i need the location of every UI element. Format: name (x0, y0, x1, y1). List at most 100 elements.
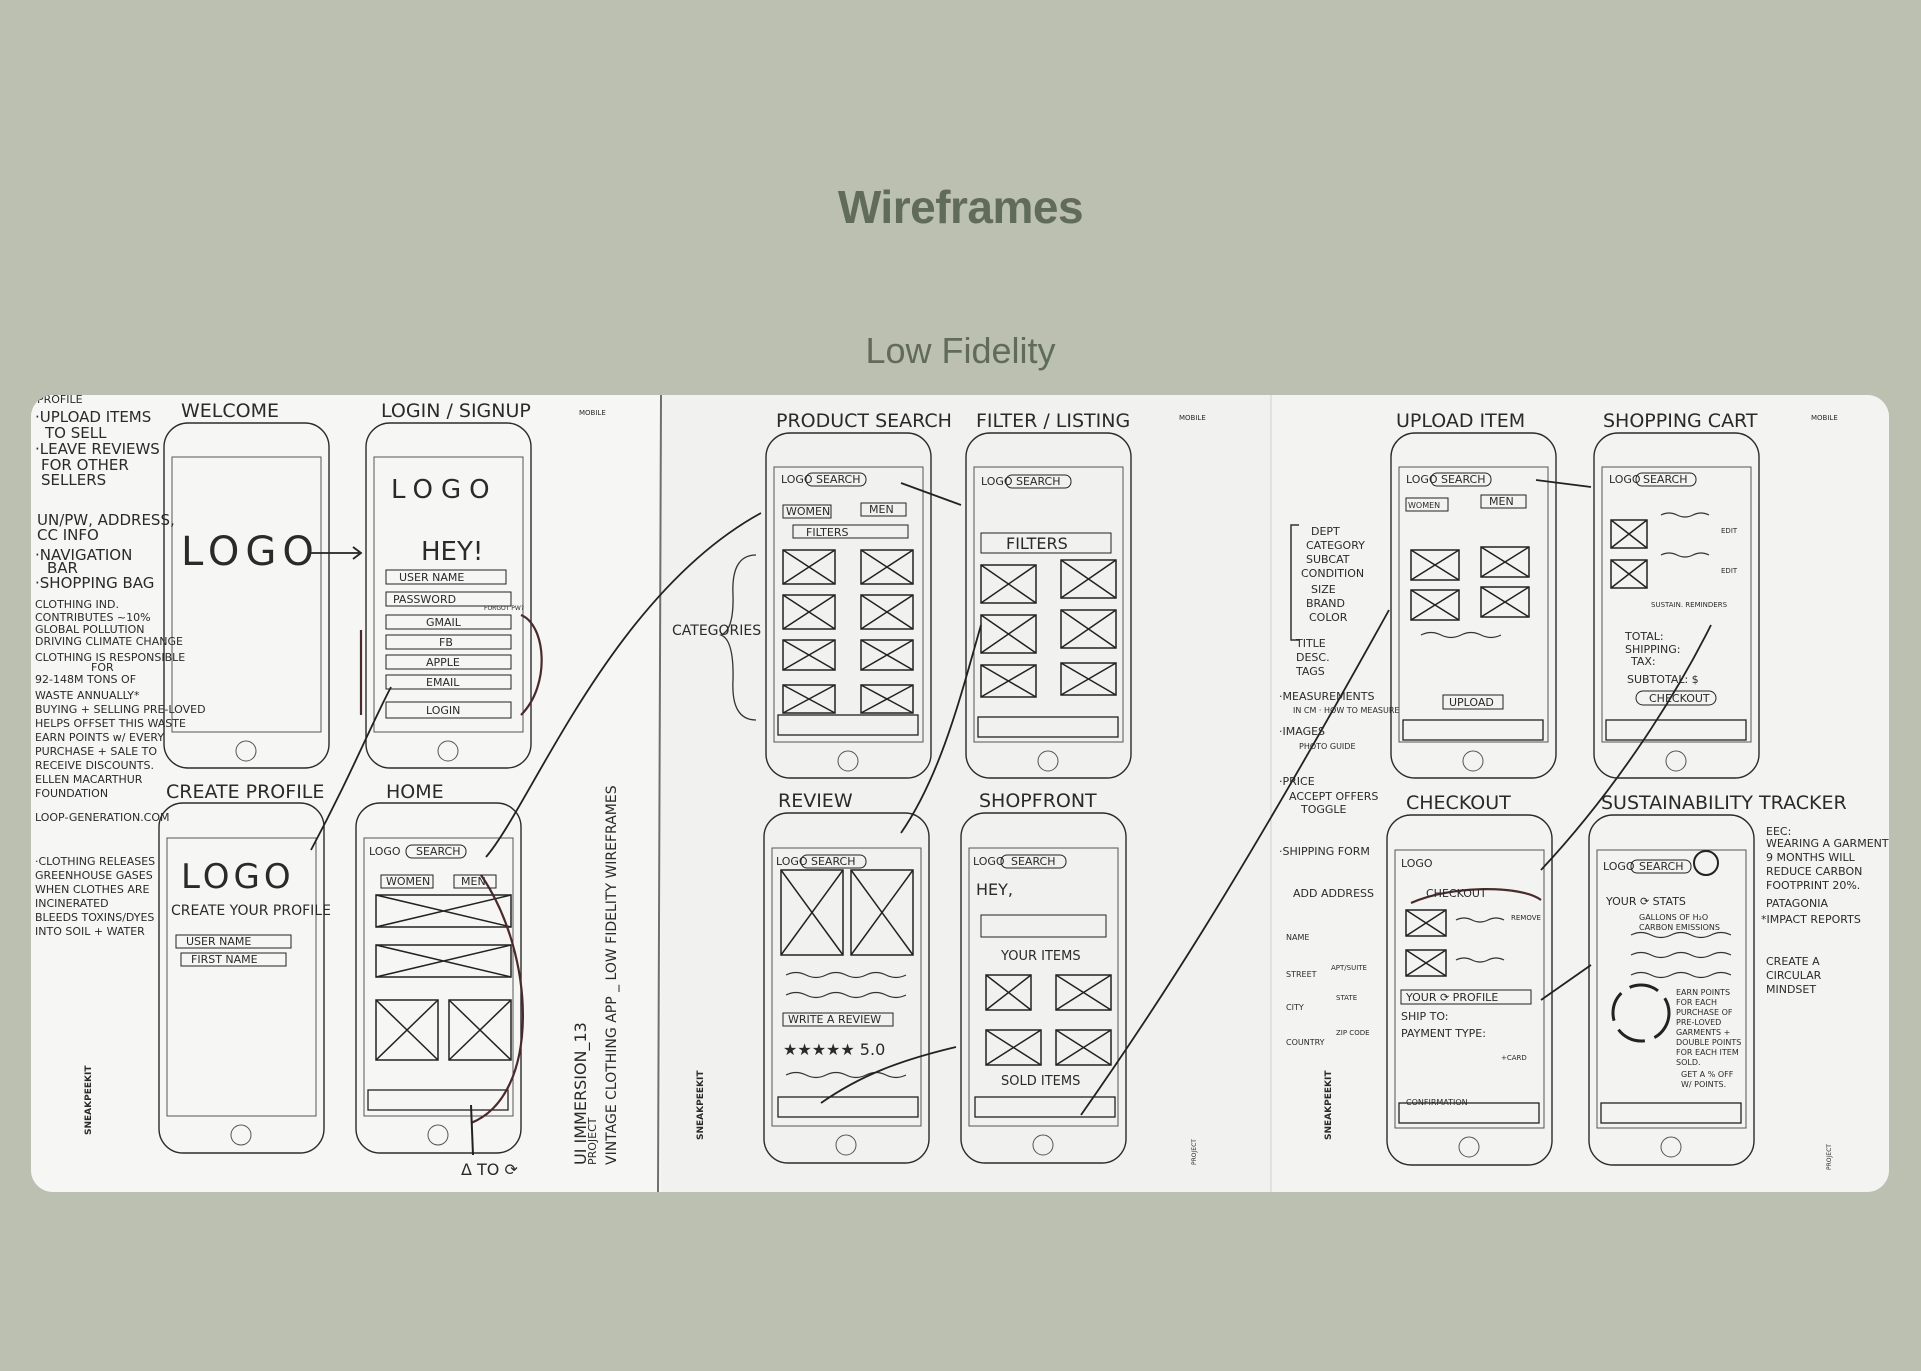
note-line: WASTE ANNUALLY* (35, 689, 140, 702)
phone-review (763, 812, 930, 1164)
first-name-field[interactable] (180, 952, 287, 967)
recycle-icon (1611, 983, 1671, 1043)
edit-link[interactable]: EDIT (1721, 527, 1738, 535)
login-button[interactable] (385, 701, 512, 719)
men-label: MEN (869, 503, 894, 516)
username-label: USER NAME (186, 935, 251, 948)
note-line: DEPT (1311, 525, 1340, 538)
phone-filter-listing (965, 432, 1132, 779)
earn-points-line: SOLD. (1676, 1058, 1701, 1067)
fb-button[interactable] (385, 634, 512, 650)
email-button[interactable] (385, 674, 512, 690)
note-line: DESC. (1296, 651, 1330, 664)
filters-label: FILTERS (1006, 534, 1068, 553)
logo-placeholder: LOGO (981, 475, 1013, 488)
write-review-button[interactable] (782, 1012, 894, 1027)
women-tab[interactable] (380, 874, 434, 889)
your-profile-button[interactable] (1400, 989, 1532, 1005)
password-field[interactable] (385, 591, 512, 607)
search-label: SEARCH (1016, 475, 1061, 488)
side-note: PATAGONIA (1766, 897, 1828, 910)
filters-button[interactable] (980, 532, 1112, 554)
search-bar[interactable] (405, 844, 467, 859)
men-tab[interactable] (453, 874, 497, 889)
search-bar[interactable] (1005, 474, 1072, 489)
note-line: WHEN CLOTHES ARE (35, 883, 149, 896)
search-bar[interactable] (800, 854, 867, 869)
screen (773, 466, 924, 743)
brand-label: SNEAKPEEKIT (1324, 1070, 1334, 1140)
side-note: *IMPACT REPORTS (1761, 913, 1861, 926)
search-bar[interactable] (1630, 859, 1692, 874)
edit-link[interactable]: EDIT (1721, 567, 1738, 575)
note-line: CITY (1286, 1003, 1304, 1012)
side-note: CREATE A (1766, 955, 1820, 968)
checkout-button[interactable] (1635, 690, 1717, 706)
your-profile-label: YOUR ⟳ PROFILE (1405, 991, 1498, 1004)
checkout-heading: CHECKOUT (1426, 887, 1487, 900)
your-stats-label: YOUR ⟳ STATS (1605, 895, 1686, 908)
apple-button[interactable] (385, 654, 512, 670)
remove-button[interactable]: REMOVE (1511, 914, 1541, 922)
first-name-label: FIRST NAME (191, 953, 258, 966)
flow-arrow (310, 686, 392, 851)
note-line: BUYING + SELLING PRE-LOVED (35, 703, 206, 716)
screen (373, 456, 524, 733)
filters-button[interactable] (792, 524, 909, 539)
sheet-subtitle: VINTAGE CLOTHING APP _ LOW FIDELITY WIRE… (604, 785, 620, 1165)
shipping-label: SHIPPING: (1625, 643, 1680, 656)
flow-arrow (485, 512, 762, 858)
flow-arrow (1410, 888, 1542, 905)
search-bar[interactable] (1430, 472, 1492, 487)
men-tab[interactable] (1480, 494, 1527, 509)
username-field[interactable] (385, 569, 507, 585)
add-card-button[interactable]: +CARD (1501, 1054, 1527, 1062)
flow-arrow (520, 613, 543, 716)
write-review-label: WRITE A REVIEW (788, 1013, 881, 1026)
device-label: MOBILE (1179, 414, 1206, 422)
women-label: WOMEN (786, 505, 830, 518)
search-bar[interactable] (805, 472, 867, 487)
sheet-3 (1271, 395, 1889, 1192)
side-note: REDUCE CARBON (1766, 865, 1862, 878)
screen (968, 847, 1119, 1127)
women-tab[interactable] (1405, 497, 1449, 512)
phone-create-profile (158, 802, 325, 1154)
note-line: CATEGORY (1306, 539, 1365, 552)
screen (1601, 466, 1752, 743)
search-bar[interactable] (1000, 854, 1067, 869)
note-line: TITLE (1295, 637, 1326, 650)
gmail-button[interactable] (385, 614, 512, 630)
note-line: FOR (91, 661, 114, 674)
phone-login (365, 422, 532, 769)
note-line: ADD ADDRESS (1293, 887, 1374, 900)
note-line: GLOBAL POLLUTION (35, 623, 145, 636)
note-line: ·LEAVE REVIEWS (35, 440, 160, 458)
forgot-link[interactable]: FORGOT PW? (484, 605, 524, 612)
flow-arrow (1535, 479, 1592, 488)
women-tab[interactable] (782, 504, 832, 519)
total-label: TOTAL: (1624, 630, 1664, 643)
greeting: HEY! (421, 537, 483, 567)
men-tab[interactable] (860, 502, 907, 517)
note-line: PROFILE (37, 395, 83, 406)
side-note: FOOTPRINT 20%. (1766, 879, 1860, 892)
password-label: PASSWORD (393, 593, 456, 606)
phone-shopping-cart (1593, 432, 1760, 779)
email-label: EMAIL (426, 676, 460, 689)
profile-banner (980, 914, 1107, 938)
note-line: ·NAVIGATION (35, 546, 132, 564)
project-label: PROJECT (1191, 1139, 1198, 1165)
screen (973, 466, 1124, 743)
note-line: CLOTHING IS RESPONSIBLE (35, 651, 185, 664)
note-line: UN/PW, ADDRESS, (37, 511, 175, 529)
search-bar[interactable] (1635, 472, 1697, 487)
women-label: WOMEN (1408, 501, 1440, 510)
field-bracket (1290, 524, 1299, 641)
phone-product-search (765, 432, 932, 779)
flow-arrow (470, 874, 524, 1125)
upload-button[interactable] (1442, 694, 1504, 710)
note-line: CONDITION (1301, 567, 1364, 580)
username-field[interactable] (175, 934, 292, 949)
screen (363, 837, 514, 1117)
